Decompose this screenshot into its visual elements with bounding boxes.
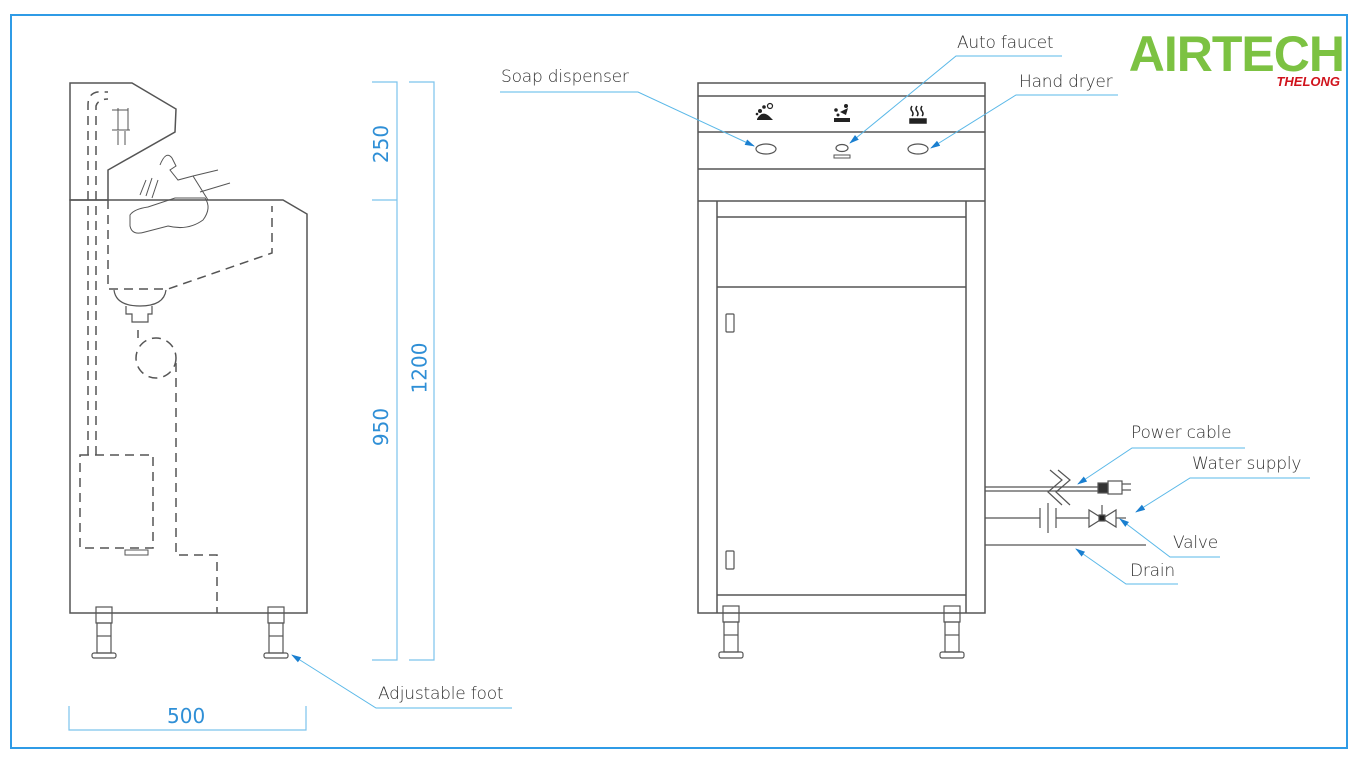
soap-icon	[755, 102, 774, 120]
brand-name: AIRTECH	[1128, 26, 1345, 82]
brand-subname: THELONG	[1276, 74, 1340, 89]
foot-leader	[291, 654, 512, 709]
label-power-cable: Power cable	[1131, 423, 1232, 443]
faucet-leader	[849, 55, 1062, 144]
dimension-lower-height: 950	[369, 407, 394, 447]
side-view	[69, 82, 308, 659]
label-water-supply: Water supply	[1192, 454, 1302, 474]
label-adjustable-foot: Adjustable foot	[378, 684, 504, 704]
dimension-total-height: 1200	[407, 342, 432, 394]
front-foot-right	[939, 605, 965, 659]
dryer-icon	[909, 105, 927, 124]
side-foot-right	[263, 606, 289, 659]
basin-bowl	[113, 289, 167, 323]
brand-logo: AIRTECH THELONG	[1128, 26, 1345, 89]
soap-leader	[500, 91, 755, 147]
side-lower-body	[69, 199, 308, 614]
water-supply-line	[985, 503, 1126, 533]
drawing-frame	[10, 14, 1348, 749]
valve-leader	[1119, 518, 1220, 558]
cabinet-outline	[697, 82, 986, 614]
dimension-width: 500	[167, 704, 206, 728]
side-hidden-lines	[79, 91, 273, 613]
door-hinge-bottom	[725, 550, 735, 570]
power-cable-line	[985, 469, 1131, 506]
side-foot-left	[91, 606, 117, 659]
dryer-sensor	[907, 143, 929, 155]
drain-leader	[1075, 548, 1178, 585]
label-soap-dispenser: Soap dispenser	[501, 67, 629, 87]
front-foot-left	[718, 605, 744, 659]
label-valve: Valve	[1173, 533, 1218, 553]
faucet-icon	[834, 104, 850, 122]
front-view	[697, 82, 1146, 659]
dryer-leader	[930, 94, 1118, 149]
dimension-top-height: 250	[369, 124, 394, 164]
power-leader	[1077, 447, 1245, 485]
side-body-outline	[69, 82, 177, 201]
door-hinge-top	[725, 313, 735, 333]
label-drain: Drain	[1130, 561, 1175, 581]
hand-upper	[159, 154, 231, 201]
front-leaders	[500, 55, 1310, 585]
faucet-sensor	[835, 143, 849, 153]
hand-lower	[129, 197, 209, 234]
label-hand-dryer: Hand dryer	[1019, 72, 1113, 92]
label-auto-faucet: Auto faucet	[957, 33, 1054, 53]
soap-sensor	[755, 143, 777, 155]
side-dimension-lines	[68, 81, 435, 731]
valve-symbol	[1088, 508, 1117, 529]
water-leader	[1135, 477, 1310, 513]
